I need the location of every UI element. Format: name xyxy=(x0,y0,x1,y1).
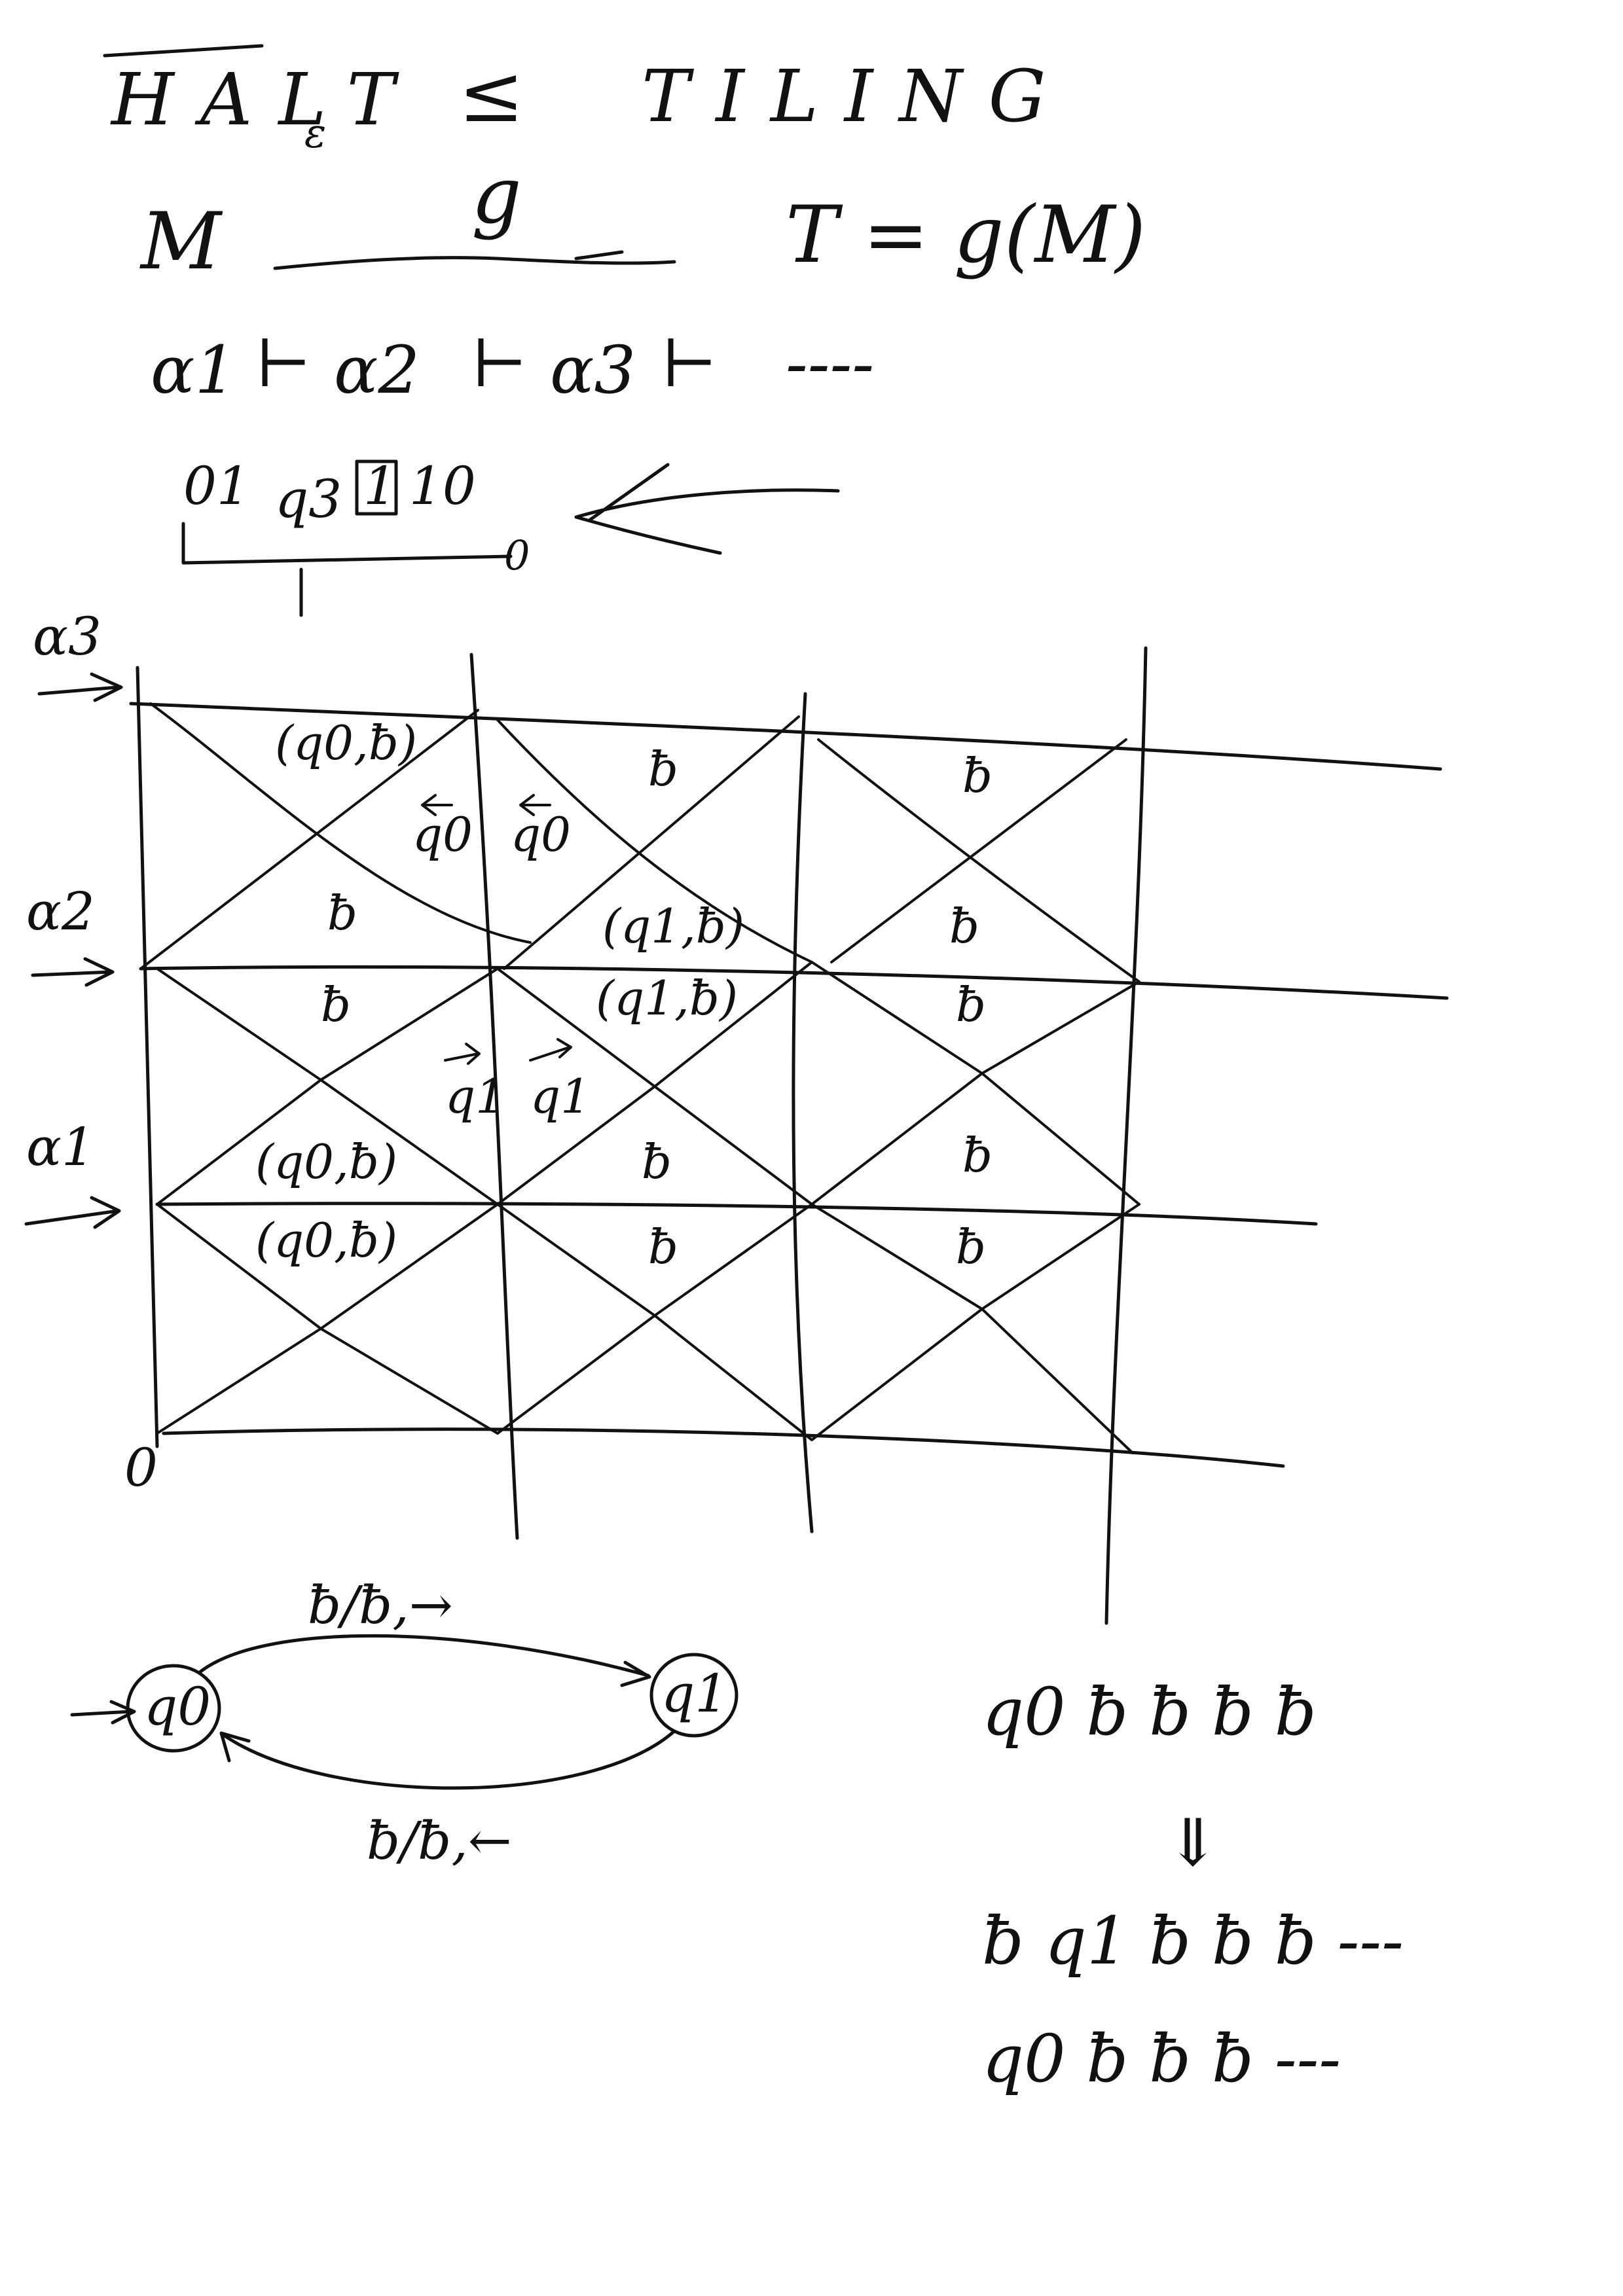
start-arrow xyxy=(70,1700,136,1725)
state-q1-circle xyxy=(649,1653,739,1738)
row-label-alpha2: α2 xyxy=(26,881,95,942)
reduction-symbol: ≤ xyxy=(458,49,524,140)
tile-r2-c3-bottom: ƀ xyxy=(962,1128,993,1183)
tile-r3-arrow-b-overline xyxy=(519,794,551,816)
config-underline xyxy=(181,522,513,617)
trace-line-1: q0 ƀ ƀ ƀ ƀ xyxy=(982,1674,1317,1750)
map-arrow xyxy=(273,250,676,270)
config-state: q3 xyxy=(275,469,342,529)
yields-2: ⊢ xyxy=(471,325,528,402)
trace-down-arrow: ⇓ xyxy=(1165,1804,1220,1881)
tiling-grid: α3 α2 α1 0 (q0,ƀ) q0 q0 ƀ ƀ (q1,ƀ) ƀ ƀ ƀ… xyxy=(24,606,1449,1625)
grid-row-line-3 xyxy=(155,1202,1318,1226)
edge-bottom xyxy=(219,1729,676,1790)
grid-origin: 0 xyxy=(124,1437,158,1498)
tile-r2-c1-top: ƀ xyxy=(321,977,351,1032)
tile-r2-c1-bottom: (q0,ƀ) xyxy=(255,1134,397,1189)
yields-3: ⊢ xyxy=(661,325,718,402)
tile-r2-c3-top: ƀ xyxy=(956,977,986,1032)
tile-r3-c1-top: (q0,ƀ) xyxy=(275,715,417,770)
row-arrow-alpha1 xyxy=(24,1196,121,1229)
config-boxed-symbol: 1 xyxy=(363,456,397,516)
state-q1-label: q1 xyxy=(661,1663,728,1724)
map-label: g xyxy=(471,151,522,242)
trace-line-3: q0 ƀ ƀ ƀ --- xyxy=(982,2020,1341,2097)
edge-top xyxy=(198,1634,651,1687)
tile-r2-c2-bottom: ƀ xyxy=(642,1134,672,1189)
tile-r1-c3-top: ƀ xyxy=(956,1219,986,1274)
pointer-arrow xyxy=(574,463,840,555)
tiling-equation: T = g(M) xyxy=(786,190,1146,281)
row-arrow-alpha2 xyxy=(31,957,115,987)
edge-top-label: ƀ/ƀ,→ xyxy=(308,1575,453,1636)
state-q0-circle xyxy=(126,1664,221,1753)
tile-diagonals xyxy=(139,702,1140,1454)
trace-line-2: ƀ q1 ƀ ƀ ƀ --- xyxy=(982,1903,1404,1979)
title-subscript: ε xyxy=(304,109,326,157)
row-label-alpha1: α1 xyxy=(26,1117,95,1177)
tile-r3-c2-top: ƀ xyxy=(648,742,678,797)
config-ellipsis: ---- xyxy=(786,325,874,402)
yields-1: ⊢ xyxy=(255,325,312,402)
row-label-alpha3: α3 xyxy=(33,606,101,667)
tile-r3-arrow-a: q0 xyxy=(412,807,473,862)
tile-r3-c3-top: ƀ xyxy=(962,748,993,803)
row-arrow-alpha3 xyxy=(37,672,123,702)
grid-row-line-2 xyxy=(139,965,1449,1000)
config-tape-right: 10 xyxy=(409,456,476,516)
edge-bottom-label: ƀ/ƀ,← xyxy=(367,1810,512,1871)
config-alpha2: α2 xyxy=(334,332,420,408)
tile-r2-arrow-b: q1 xyxy=(530,1069,591,1124)
machine-label: M xyxy=(139,196,223,287)
tile-r3-c2-bottom: (q1,ƀ) xyxy=(602,899,744,954)
tile-r1-c2-top: ƀ xyxy=(648,1219,678,1274)
tile-r1-c1-top: (q0,ƀ) xyxy=(255,1213,397,1268)
tile-r2-arrow-a-overline xyxy=(444,1043,481,1065)
config-alpha1: α1 xyxy=(151,332,236,408)
config-tape-left: 01 xyxy=(183,456,250,516)
grid-col-line-4 xyxy=(1104,646,1148,1625)
tile-r2-arrow-b-overline xyxy=(529,1038,572,1062)
config-tail: 0 xyxy=(504,531,530,579)
tile-r3-arrow-a-overline xyxy=(421,794,453,816)
trace: q0 ƀ ƀ ƀ ƀ ⇓ ƀ q1 ƀ ƀ ƀ --- q0 ƀ ƀ ƀ --- xyxy=(982,1674,1404,2097)
grid-row-line-bottom xyxy=(162,1427,1285,1468)
grid-row-line-top xyxy=(129,702,1442,771)
tile-r3-c3-bottom: ƀ xyxy=(949,899,979,954)
title-left: HALT xyxy=(110,58,421,141)
tile-r2-arrow-a: q1 xyxy=(445,1069,505,1124)
automaton: q0 q1 ƀ/ƀ,→ ƀ/ƀ,← xyxy=(70,1575,739,1871)
grid-col-line-1 xyxy=(136,666,159,1448)
config-alpha3: α3 xyxy=(550,332,636,408)
header: HALT ε ≤ TILING M g T = g(M) α1 ⊢ α2 ⊢ α… xyxy=(103,44,1146,617)
title-right: TILING xyxy=(642,54,1072,138)
overline-stroke xyxy=(103,44,264,58)
grid-col-line-2 xyxy=(469,653,519,1540)
config-boxed-frame xyxy=(355,459,398,516)
state-q0-label: q0 xyxy=(144,1676,211,1737)
grid-col-line-3 xyxy=(792,692,814,1534)
tile-r3-c1-bottom: ƀ xyxy=(327,886,357,941)
tile-r2-c2-top: (q1,ƀ) xyxy=(596,971,738,1026)
tile-r3-arrow-b: q0 xyxy=(511,807,571,862)
